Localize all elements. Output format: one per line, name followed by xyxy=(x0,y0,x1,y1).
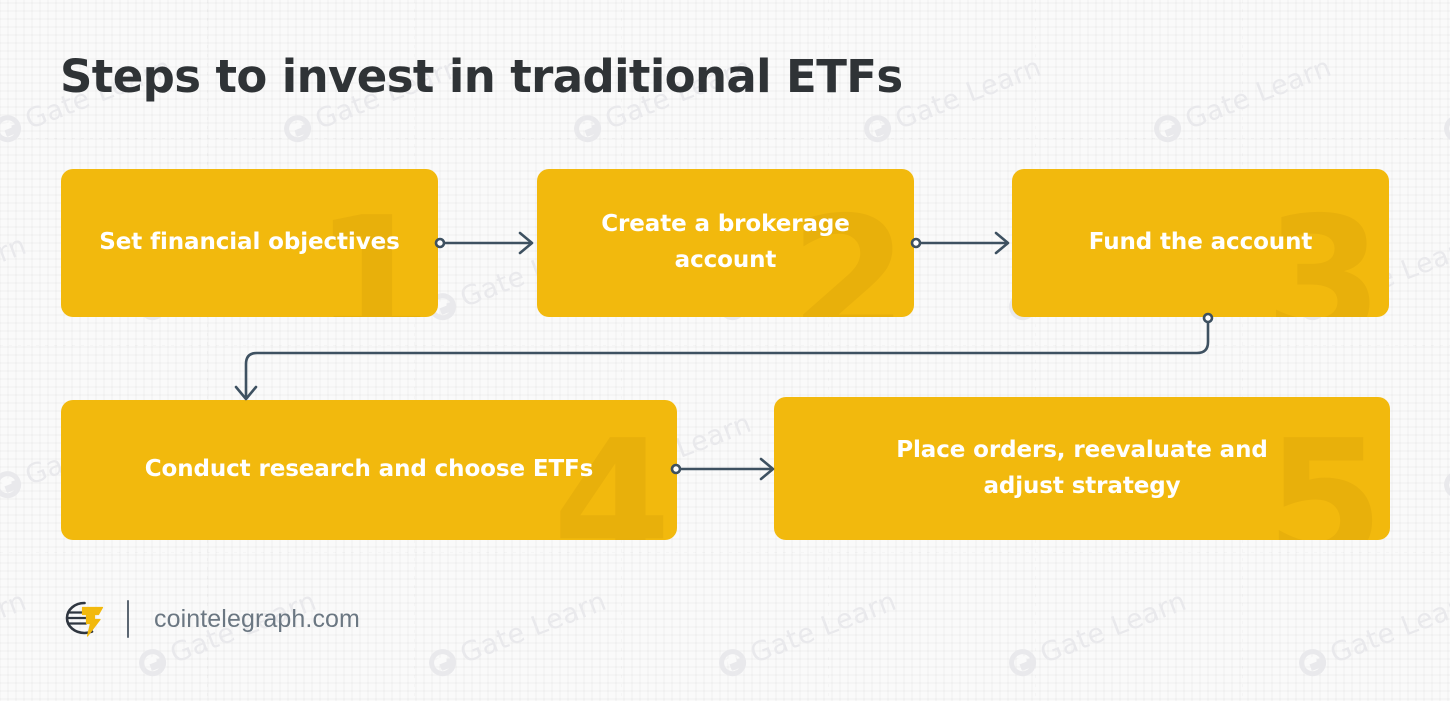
connector-3-to-4 xyxy=(234,312,1214,401)
step-label-1: Set financial objectives xyxy=(99,229,400,256)
footer-divider xyxy=(127,600,129,638)
footer: cointelegraph.com xyxy=(60,595,360,643)
step-label-4: Conduct research and choose ETFs xyxy=(144,456,594,483)
step-box-4[interactable]: 4 Conduct research and choose ETFs xyxy=(61,400,677,540)
step-box-3[interactable]: 3 Fund the account xyxy=(1012,169,1389,317)
step-box-5[interactable]: 5 Place orders, reevaluate and adjust st… xyxy=(774,397,1390,540)
connector-4-to-5 xyxy=(670,457,775,481)
page-title: Steps to invest in traditional ETFs xyxy=(60,50,903,103)
step-label-5: Place orders, reevaluate and adjust stra… xyxy=(896,436,1268,499)
step-box-1[interactable]: 1 Set financial objectives xyxy=(61,169,438,317)
step-label-3: Fund the account xyxy=(1088,229,1313,256)
connector-2-to-3 xyxy=(910,231,1010,255)
step-label-2: Create a brokerage account xyxy=(601,211,850,273)
step-box-2[interactable]: 2 Create a brokerage account xyxy=(537,169,914,317)
connector-1-to-2 xyxy=(434,231,534,255)
footer-url: cointelegraph.com xyxy=(154,604,360,633)
step-number-5: 5 xyxy=(1265,404,1384,540)
cointelegraph-logo xyxy=(65,601,104,637)
